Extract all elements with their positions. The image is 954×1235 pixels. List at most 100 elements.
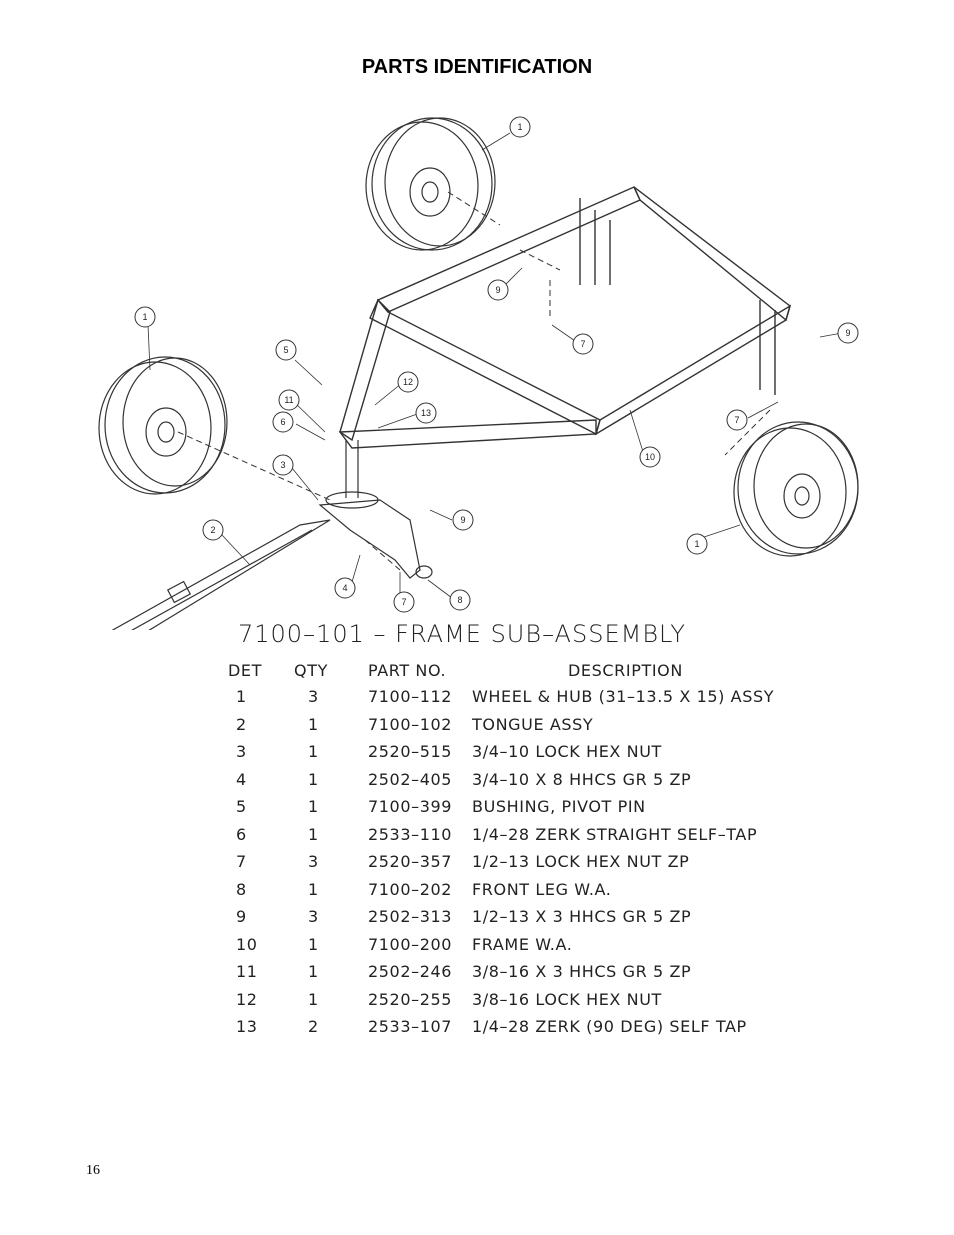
cell-description: 1/4–28 ZERK (90 DEG) SELF TAP — [472, 1017, 747, 1037]
front-leg — [318, 440, 433, 579]
cell-description: 1/2–13 X 3 HHCS GR 5 ZP — [472, 907, 692, 927]
cell-det: 1 — [236, 687, 247, 707]
cell-qty: 3 — [308, 687, 319, 707]
cell-det: 9 — [236, 907, 247, 927]
table-row: 6 1 2533–110 1/4–28 ZERK STRAIGHT SELF–TAP — [222, 821, 774, 849]
callout-label: 1 — [694, 539, 699, 549]
table-row: 9 3 2502–313 1/2–13 X 3 HHCS GR 5 ZP — [222, 903, 774, 931]
table-row: 7 3 2520–357 1/2–13 LOCK HEX NUT ZP — [222, 848, 774, 876]
table-row: 8 1 7100–202 FRONT LEG W.A. — [222, 876, 774, 904]
callout-labels: 1 1 1 2 3 4 5 6 7 7 7 8 9 9 9 10 11 12 1… — [142, 122, 850, 607]
frame-weldment — [338, 186, 792, 449]
cell-det: 12 — [236, 989, 258, 1009]
cell-description: FRAME W.A. — [472, 934, 573, 954]
cell-det: 7 — [236, 852, 247, 872]
cell-det: 6 — [236, 824, 247, 844]
cell-det: 3 — [236, 742, 247, 762]
cell-qty: 2 — [308, 1017, 319, 1037]
cell-description: 1/2–13 LOCK HEX NUT ZP — [472, 852, 690, 872]
cell-description: 3/4–10 LOCK HEX NUT — [472, 742, 662, 762]
cell-qty: 3 — [308, 907, 319, 927]
table-row: 3 1 2520–515 3/4–10 LOCK HEX NUT — [222, 738, 774, 766]
cell-qty: 1 — [308, 769, 319, 789]
page-title: PARTS IDENTIFICATION — [361, 56, 593, 78]
cell-qty: 1 — [308, 879, 319, 899]
callout-label: 6 — [280, 417, 285, 427]
tongue — [111, 519, 331, 630]
callout-label: 10 — [645, 452, 655, 462]
callout-label: 12 — [403, 377, 413, 387]
cell-part-no: 7100–102 — [368, 714, 453, 734]
cell-qty: 1 — [308, 742, 319, 762]
table-row: 4 1 2502–405 3/4–10 X 8 HHCS GR 5 ZP — [222, 766, 774, 794]
cell-part-no: 7100–202 — [368, 879, 453, 899]
callout-label: 7 — [734, 415, 739, 425]
callout-label: 9 — [460, 515, 465, 525]
callout-label: 1 — [142, 312, 147, 322]
assembly-title: 7100–101 – FRAME SUB–ASSEMBLY — [238, 620, 686, 648]
callout-label: 9 — [495, 285, 500, 295]
parts-table-header: DET QTY PART NO. DESCRIPTION — [222, 657, 774, 683]
cell-part-no: 2533–110 — [368, 824, 453, 844]
header-description: DESCRIPTION — [568, 660, 683, 680]
wheel-right — [733, 421, 859, 557]
wheel-left — [98, 356, 228, 495]
cell-part-no: 7100–200 — [368, 934, 453, 954]
table-row: 2 1 7100–102 TONGUE ASSY — [222, 711, 774, 739]
cell-part-no: 2520–255 — [368, 989, 453, 1009]
cell-description: TONGUE ASSY — [472, 714, 594, 734]
cell-qty: 1 — [308, 714, 319, 734]
cell-det: 5 — [236, 797, 247, 817]
cell-part-no: 2520–357 — [368, 852, 453, 872]
cell-part-no: 7100–112 — [368, 687, 453, 707]
cell-det: 4 — [236, 769, 247, 789]
cell-part-no: 2502–405 — [368, 769, 453, 789]
table-row: 5 1 7100–399 BUSHING, PIVOT PIN — [222, 793, 774, 821]
cell-part-no: 2502–246 — [368, 962, 453, 982]
cell-det: 2 — [236, 714, 247, 734]
callout-label: 4 — [342, 583, 347, 593]
cell-qty: 1 — [308, 934, 319, 954]
cell-description: 1/4–28 ZERK STRAIGHT SELF–TAP — [472, 824, 758, 844]
cell-det: 13 — [236, 1017, 258, 1037]
exploded-assembly-drawing: 1 1 1 2 3 4 5 6 7 7 7 8 9 9 9 10 11 12 1… — [98, 116, 859, 630]
cell-description: FRONT LEG W.A. — [472, 879, 612, 899]
cell-qty: 1 — [308, 989, 319, 1009]
callout-circles — [134, 116, 859, 613]
callout-label: 1 — [517, 122, 522, 132]
table-row: 1 3 7100–112 WHEEL & HUB (31–13.5 X 15) ASS… — [222, 683, 774, 711]
cell-description: 3/8–16 LOCK HEX NUT — [472, 989, 662, 1009]
cell-det: 10 — [236, 934, 258, 954]
callout-label: 8 — [457, 595, 462, 605]
cell-description: 3/8–16 X 3 HHCS GR 5 ZP — [472, 962, 692, 982]
cell-det: 8 — [236, 879, 247, 899]
cell-description: WHEEL & HUB (31–13.5 X 15) ASSY — [472, 687, 775, 707]
cell-det: 11 — [236, 962, 258, 982]
cell-part-no: 2520–515 — [368, 742, 453, 762]
cell-qty: 3 — [308, 852, 319, 872]
cell-qty: 1 — [308, 824, 319, 844]
callout-label: 7 — [580, 339, 585, 349]
page-number: 16 — [86, 1163, 100, 1178]
cell-part-no: 2502–313 — [368, 907, 453, 927]
callout-label: 9 — [845, 328, 850, 338]
callout-label: 2 — [210, 525, 215, 535]
cell-qty: 1 — [308, 797, 319, 817]
header-part-no: PART NO. — [368, 660, 447, 680]
table-row: 12 1 2520–255 3/8–16 LOCK HEX NUT — [222, 986, 774, 1014]
callout-label: 11 — [284, 395, 293, 405]
table-row: 10 1 7100–200 FRAME W.A. — [222, 931, 774, 959]
callout-label: 7 — [401, 597, 406, 607]
cell-qty: 1 — [308, 962, 319, 982]
cell-description: 3/4–10 X 8 HHCS GR 5 ZP — [472, 769, 692, 789]
wheel-top — [365, 117, 496, 251]
callout-label: 5 — [283, 345, 288, 355]
callout-label: 13 — [421, 408, 431, 418]
cell-part-no: 7100–399 — [368, 797, 453, 817]
cell-description: BUSHING, PIVOT PIN — [472, 797, 646, 817]
header-qty: QTY — [294, 660, 328, 680]
